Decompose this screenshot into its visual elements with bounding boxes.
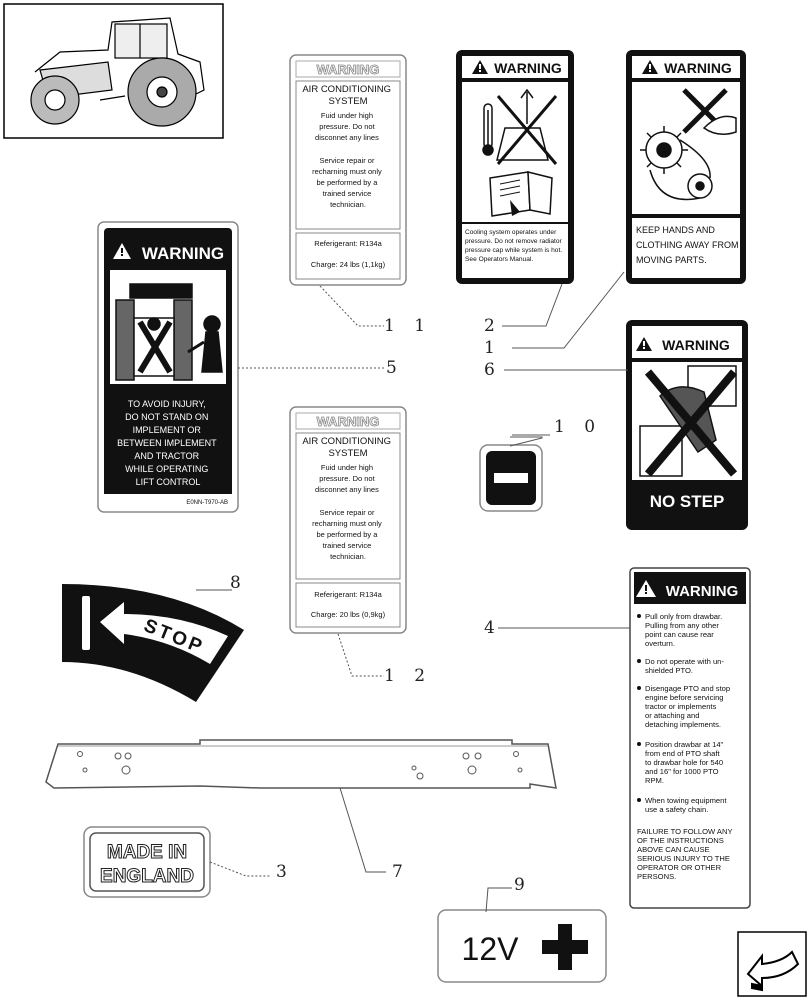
callout-10: 1 0 <box>554 417 602 437</box>
decal-4-header: WARNING <box>666 583 739 600</box>
decal-11-ac-warning: WARNING AIR CONDITIONING SYSTEM Fuid und… <box>289 54 407 286</box>
decal-6-no-step-warning: WARNING NO STEP <box>626 320 748 530</box>
decal-4-bullet-5: When towing equipment use a safety chain… <box>645 796 729 814</box>
decal-5-implement-warning: WARNING TO AVOID INJURY, DO NOT STAND ON… <box>97 221 239 513</box>
decal-4-footer: FAILURE TO FOLLOW ANY OF THE INSTRUCTION… <box>637 827 735 881</box>
implement-crush-icon <box>115 283 223 381</box>
tractor-thumbnail <box>3 3 224 139</box>
callout-5: 5 <box>386 358 404 378</box>
manual-book-icon <box>489 171 553 217</box>
decal-11-title: AIR CONDITIONING SYSTEM <box>302 84 393 107</box>
decal-3-line-2: ENGLAND <box>100 866 194 887</box>
left-arrow-icon <box>100 602 228 664</box>
decal-11-body: Fuid under high pressure. Do not disconn… <box>312 111 384 209</box>
decal-5-header: WARNING <box>142 244 224 263</box>
decal-12-header: WARNING <box>317 414 380 429</box>
decal-12-body: Fuid under high pressure. Do not disconn… <box>312 463 384 561</box>
decal-3-made-in-england: MADE IN ENGLAND <box>83 826 211 898</box>
decal-1-header: WARNING <box>664 60 732 76</box>
decal-4-drawbar-warning: WARNING Pull only from drawbar. Pulling … <box>629 567 751 909</box>
decal-12-title: AIR CONDITIONING SYSTEM <box>302 436 393 459</box>
decal-4-bullet-3: Disengage PTO and stop engine before ser… <box>645 684 732 729</box>
callout-4: 4 <box>484 618 502 638</box>
decal-1-moving-parts-warning: WARNING KEEP HANDS AND CLOTHING AWAY FRO… <box>626 50 746 284</box>
decal-6-footer: NO STEP <box>650 492 725 511</box>
decal-11-header: WARNING <box>317 62 380 77</box>
callout-7: 7 <box>392 862 410 882</box>
callout-6: 6 <box>484 360 502 380</box>
decal-11-refrigerant: Referigerant: R134a <box>314 239 382 248</box>
decal-10-negative-terminal <box>479 444 543 512</box>
callouts: 1 1 2 1 6 5 1 0 8 4 1 2 7 3 9 <box>230 316 602 895</box>
decal-4-bullet-1: Pull only from drawbar. Pulling from any… <box>645 612 724 648</box>
curved-arrow-icon <box>746 950 800 992</box>
decal-9-12v-positive: 12V <box>437 909 607 983</box>
next-page-button[interactable] <box>737 931 807 997</box>
leader-lines <box>196 271 630 913</box>
minus-icon <box>494 473 528 483</box>
warning-triangle-icon <box>113 243 131 259</box>
decal-1-text: KEEP HANDS AND CLOTHING AWAY FROM MOVING… <box>636 225 741 265</box>
no-step-icon <box>639 365 738 477</box>
tractor-icon <box>30 17 205 127</box>
callout-2: 2 <box>484 316 502 336</box>
decal-12-refrigerant: Referigerant: R134a <box>314 590 382 599</box>
decal-8-stop-arrow: STOP <box>62 584 244 702</box>
decal-11-charge: Charge: 24 lbs (1,1kg) <box>311 260 386 269</box>
decal-12-ac-warning: WARNING AIR CONDITIONING SYSTEM Fuid und… <box>289 406 407 634</box>
decal-2-cooling-warning: WARNING Cooling system operates under pr… <box>456 50 574 284</box>
radiator-cap-icon <box>482 88 558 165</box>
callout-9: 9 <box>514 875 532 895</box>
warning-triangle-icon <box>642 60 658 74</box>
decal-3-line-1: MADE IN <box>107 842 187 863</box>
decal-5-text: TO AVOID INJURY, DO NOT STAND ON IMPLEME… <box>117 399 219 487</box>
callout-8: 8 <box>230 573 248 593</box>
warning-triangle-icon <box>472 60 488 74</box>
callout-3: 3 <box>276 862 294 882</box>
decal-9-text: 12V <box>462 931 520 967</box>
callout-12: 1 2 <box>384 666 432 686</box>
plus-icon <box>542 924 588 970</box>
decal-4-bullet-4: Position drawbar at 14" from end of PTO … <box>645 740 725 785</box>
warning-triangle-icon <box>636 580 656 597</box>
callout-1: 1 <box>484 338 502 358</box>
decal-12-charge: Charge: 20 lbs (0,9kg) <box>311 610 386 619</box>
decal-2-header: WARNING <box>494 60 562 76</box>
decal-4-bullets: Pull only from drawbar. Pulling from any… <box>637 612 732 814</box>
decal-4-bullet-2: Do not operate with un- shielded PTO. <box>645 657 726 675</box>
callout-11: 1 1 <box>384 316 432 336</box>
decal-6-header: WARNING <box>662 337 730 353</box>
warning-triangle-icon <box>636 337 652 351</box>
part-7-bar <box>45 739 557 789</box>
decal-5-part-number: E0NN-T970-AB <box>186 500 228 506</box>
fan-belt-icon <box>640 88 737 201</box>
decal-2-text: Cooling system operates under pressure. … <box>465 229 564 263</box>
